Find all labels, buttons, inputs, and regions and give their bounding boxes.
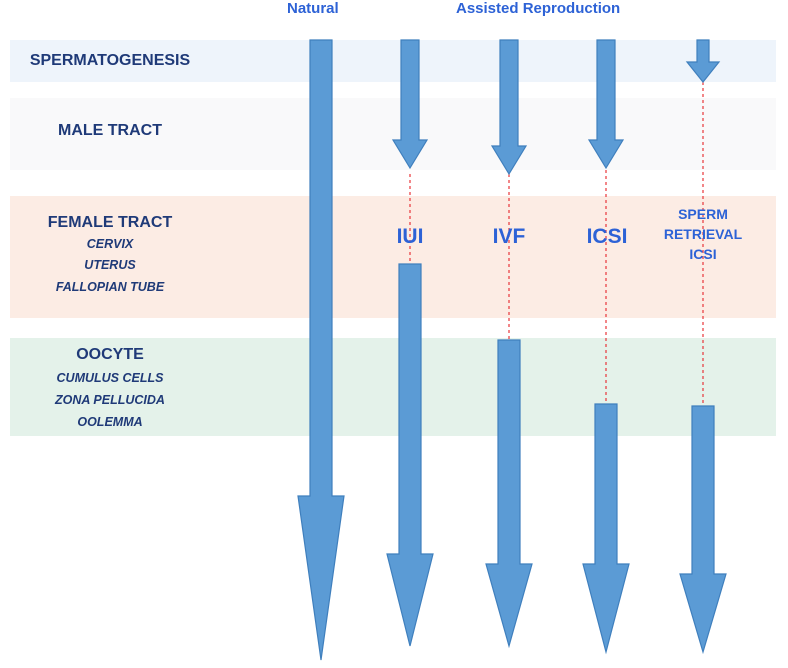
arrow-ivf-top: [490, 39, 528, 176]
header-natural: Natural: [287, 0, 339, 17]
method-ivf: IVF: [492, 225, 526, 248]
method-sperm-retrieval-icsi: SPERM RETRIEVAL ICSI: [653, 204, 753, 264]
oocyte-sub-cumulus-cells: CUMULUS CELLS: [56, 371, 164, 385]
arrow-sperm-retrieval-bottom: [679, 405, 727, 655]
band-female-tract: [10, 196, 776, 318]
method-iui: IUI: [396, 225, 424, 248]
arrow-sperm-retrieval-top: [685, 39, 721, 83]
arrow-icsi-top: [587, 39, 625, 170]
arrow-ivf-bottom: [485, 339, 533, 649]
method-sperm-retrieval-line2: RETRIEVAL: [663, 226, 743, 242]
arrow-iui-top: [391, 39, 429, 170]
stage-spermatogenesis: SPERMATOGENESIS: [29, 52, 191, 69]
arrow-natural: [297, 39, 345, 661]
method-sperm-retrieval-line1: SPERM: [678, 206, 728, 222]
band-spermatogenesis: [10, 40, 776, 82]
method-icsi: ICSI: [586, 225, 628, 248]
method-sperm-retrieval-line3: ICSI: [689, 246, 717, 262]
female-sub-fallopian-tube: FALLOPIAN TUBE: [55, 280, 165, 294]
female-sub-uterus: UTERUS: [84, 258, 136, 272]
band-male-tract: [10, 98, 776, 170]
female-sub-cervix: CERVIX: [86, 237, 134, 251]
stage-female-tract: FEMALE TRACT: [47, 214, 173, 231]
stage-male-tract: MALE TRACT: [58, 122, 162, 139]
arrow-iui-bottom: [386, 263, 434, 647]
header-assisted-reproduction: Assisted Reproduction: [456, 0, 621, 17]
arrow-icsi-bottom: [582, 403, 630, 655]
oocyte-sub-oolemma: OOLEMMA: [77, 415, 143, 429]
stage-oocyte: OOCYTE: [76, 346, 144, 363]
oocyte-sub-zona-pellucida: ZONA PELLUCIDA: [55, 393, 165, 407]
band-oocyte: [10, 338, 776, 436]
